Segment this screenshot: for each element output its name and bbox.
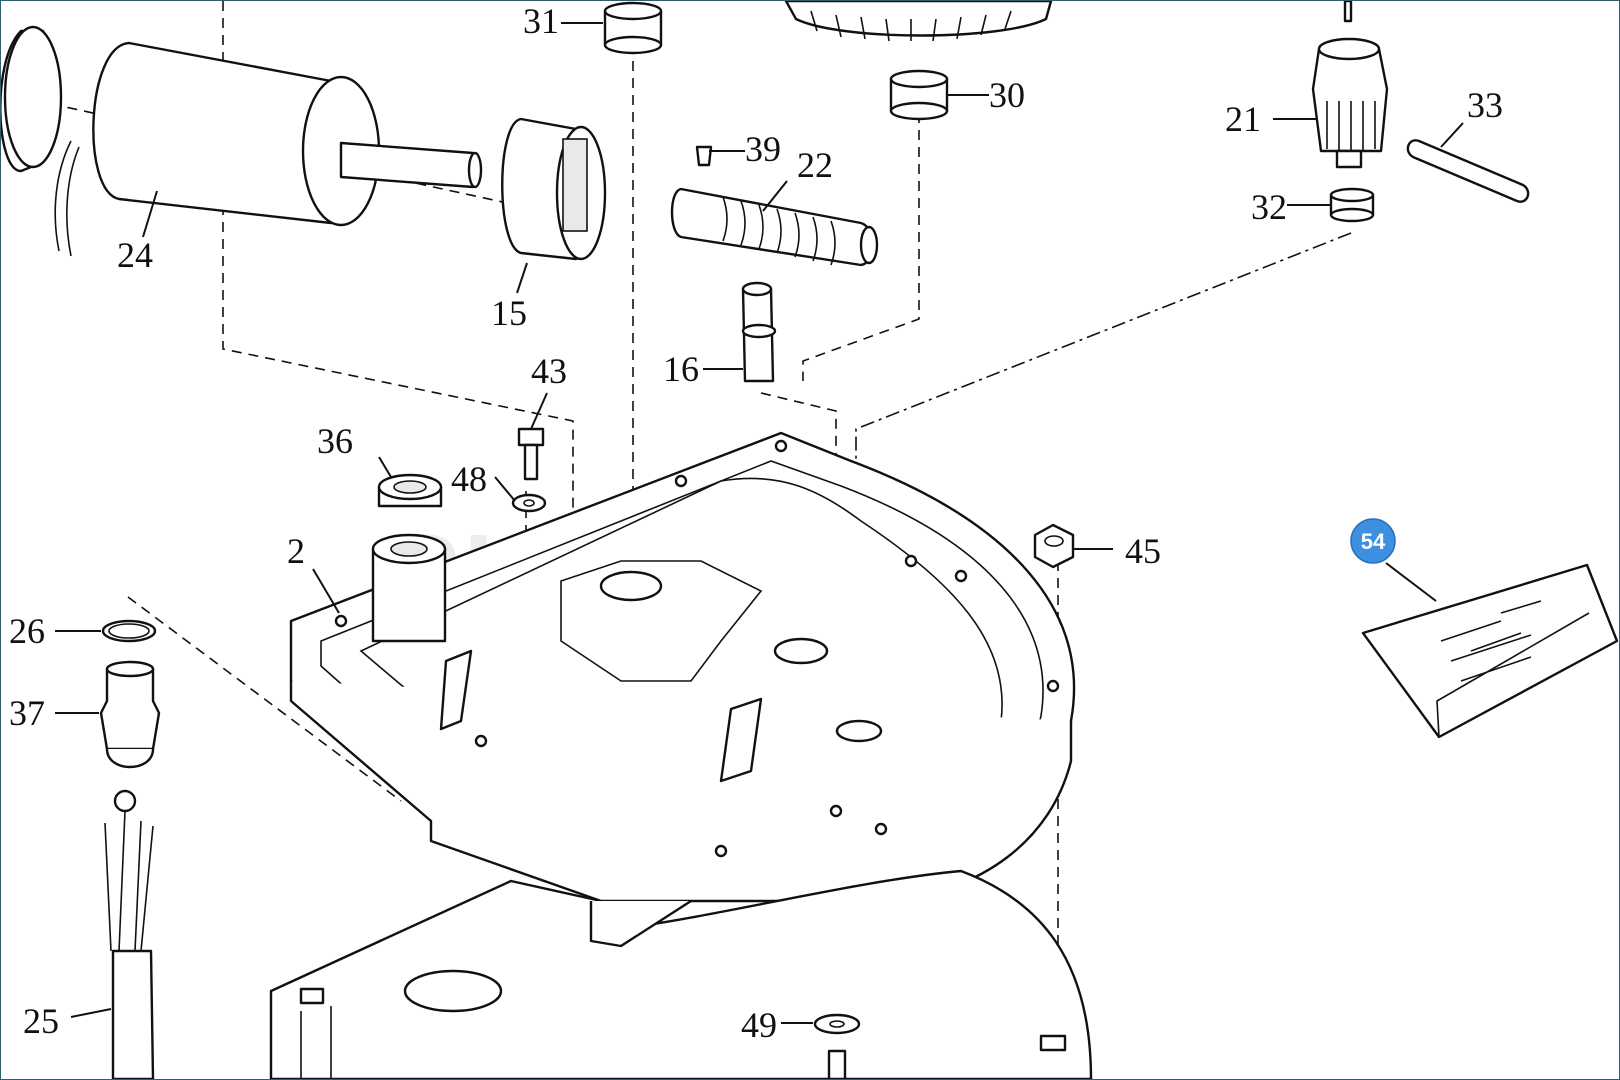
label-22: 22 (797, 145, 833, 185)
nut-part-45[interactable] (1033, 523, 1075, 569)
washer-part-49[interactable] (813, 1013, 861, 1079)
label-37: 37 (9, 693, 45, 733)
label-2: 2 (287, 531, 305, 571)
part-labels: 24 15 31 30 39 22 21 33 32 16 43 36 48 2… (9, 1, 1503, 1045)
pin-part-33[interactable] (1406, 139, 1530, 203)
leader-lines (55, 22, 1464, 1024)
label-24: 24 (117, 235, 153, 275)
base-plate-part-2[interactable] (289, 431, 1076, 903)
label-25: 25 (23, 1001, 59, 1041)
washer-part-48[interactable] (511, 493, 547, 513)
label-31: 31 (523, 1, 559, 41)
shaft-part-16[interactable] (741, 281, 777, 383)
label-33: 33 (1467, 85, 1503, 125)
coupling-part-15[interactable] (501, 117, 607, 261)
label-36: 36 (317, 421, 353, 461)
label-30: 30 (989, 75, 1025, 115)
badge-54-label: 54 (1361, 529, 1386, 554)
label-43: 43 (531, 351, 567, 391)
label-39: 39 (745, 129, 781, 169)
seal-part-36[interactable] (377, 473, 443, 508)
bushing-part-30[interactable] (889, 69, 949, 121)
label-49: 49 (741, 1005, 777, 1045)
manual-part-54[interactable] (1361, 562, 1619, 739)
cable-gland-part-37[interactable] (99, 660, 161, 769)
label-15: 15 (491, 293, 527, 333)
label-48: 48 (451, 459, 487, 499)
pinion-part-21[interactable] (1311, 1, 1389, 169)
screw-part-39[interactable] (695, 145, 713, 167)
gearbox-housing (269, 869, 1093, 1079)
gear-edge (784, 1, 1053, 42)
worm-shaft-part-22[interactable] (670, 187, 879, 267)
bolt-part-43[interactable] (517, 427, 545, 481)
motor-part-24[interactable] (1, 25, 483, 257)
bushing-part-32[interactable] (1329, 187, 1375, 223)
cable-part-25[interactable] (104, 789, 155, 1079)
label-21: 21 (1225, 99, 1261, 139)
label-26: 26 (9, 611, 45, 651)
label-32: 32 (1251, 187, 1287, 227)
o-ring-part-26[interactable] (101, 619, 157, 643)
label-45: 45 (1125, 531, 1161, 571)
badge-54[interactable]: 54 (1350, 518, 1396, 564)
label-16: 16 (663, 349, 699, 389)
bushing-part-31[interactable] (603, 1, 663, 55)
